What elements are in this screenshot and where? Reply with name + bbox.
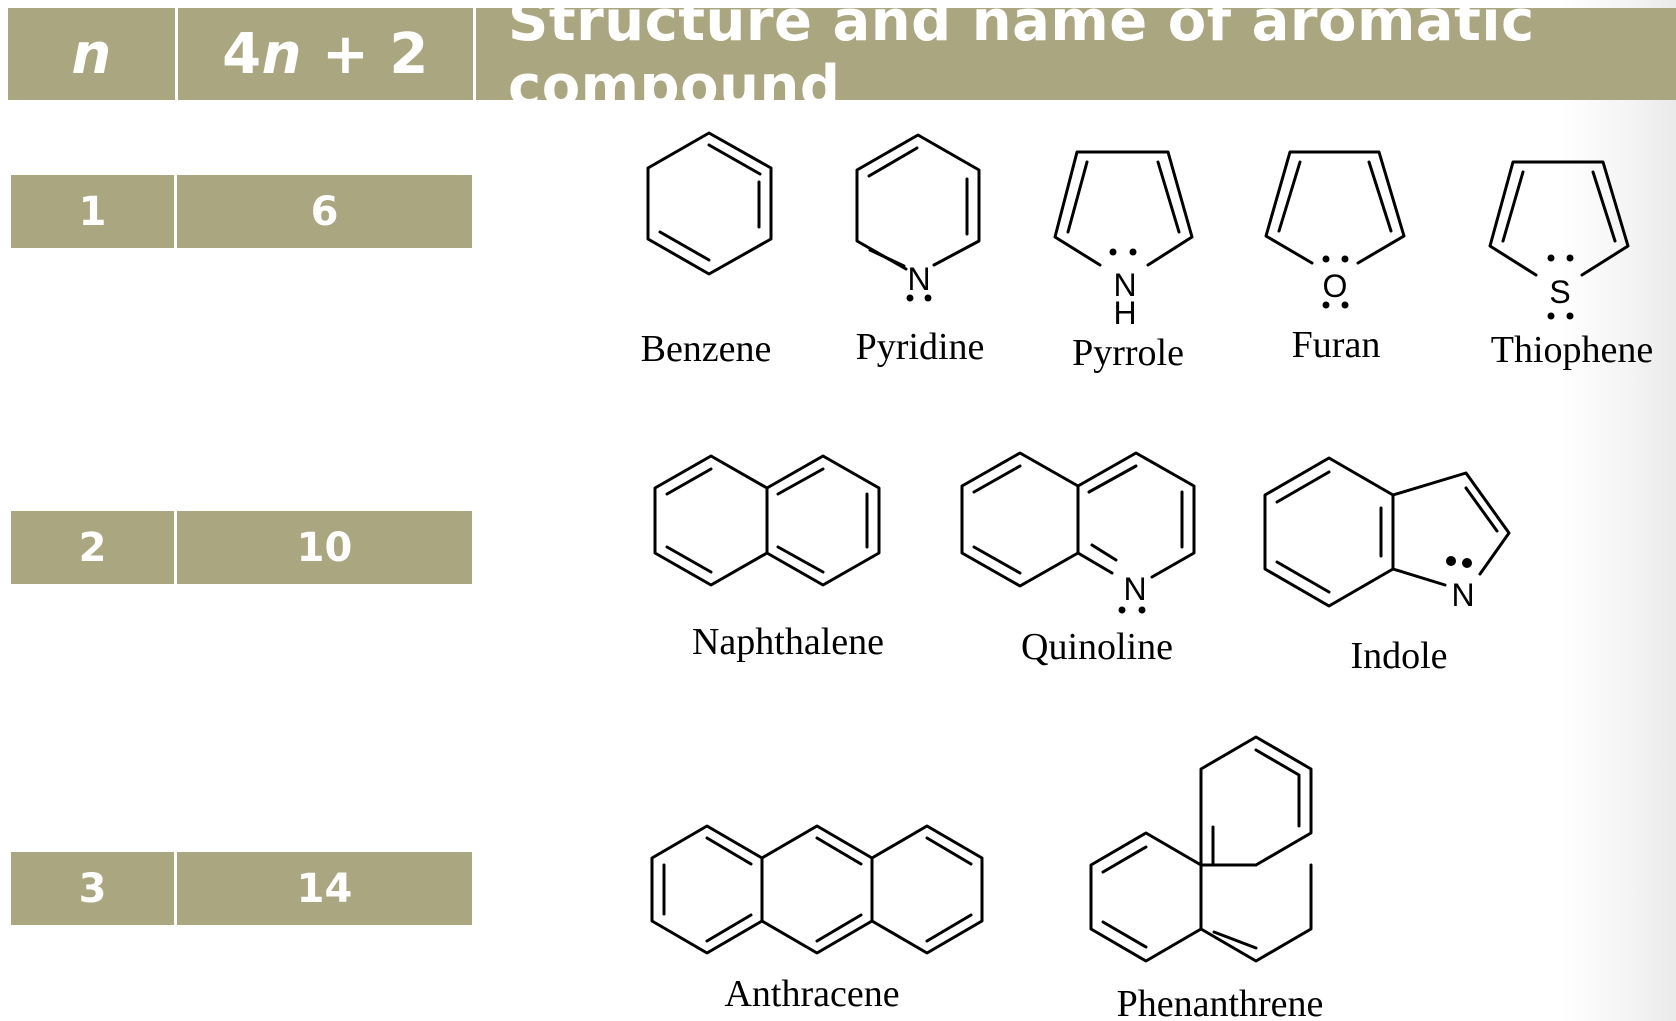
quinoline-structure — [960, 451, 1196, 588]
pyridine-nitrogen: N — [907, 261, 930, 297]
header-divider — [473, 8, 476, 100]
header-structure-label: Structure and name of aromatic compound — [508, 0, 1535, 119]
formula-n: n — [261, 21, 302, 87]
furan-lone-pair — [1322, 255, 1349, 309]
furan-structure — [1264, 150, 1406, 265]
furan-label: Furan — [1292, 324, 1381, 366]
row-2-n: 2 — [11, 511, 174, 584]
row-1-electrons-label: 6 — [310, 188, 339, 235]
header-divider — [175, 8, 178, 100]
furan-oxygen: O — [1323, 268, 1348, 304]
phenanthrene-structure — [1089, 735, 1313, 963]
anthracene-label: Anthracene — [724, 973, 899, 1015]
quinoline-label: Quinoline — [1021, 626, 1173, 668]
phenanthrene-label: Phenanthrene — [1117, 983, 1324, 1021]
row-1-n: 1 — [11, 175, 174, 248]
row-2-n-label: 2 — [78, 524, 107, 571]
row-1-electrons: 6 — [177, 175, 472, 248]
quinoline-nitrogen: N — [1123, 571, 1146, 607]
row-3-n: 3 — [11, 852, 174, 925]
pyrrole-lone-pair — [1109, 248, 1137, 256]
pyrrole-label: Pyrrole — [1072, 332, 1184, 374]
anthracene-structure — [650, 824, 984, 955]
pyrrole-structure — [1053, 150, 1194, 267]
pyridine-lone-pair — [906, 294, 932, 302]
formula-suffix: + 2 — [301, 21, 429, 87]
indole-label: Indole — [1350, 635, 1447, 677]
header-n-label: n — [71, 21, 112, 87]
thiophene-structure — [1488, 160, 1630, 277]
thiophene-label: Thiophene — [1491, 329, 1654, 371]
naphthalene-structure — [653, 454, 881, 587]
indole-structure — [1263, 456, 1511, 608]
pyrrole-nitrogen: N — [1113, 267, 1136, 303]
naphthalene-label: Naphthalene — [692, 621, 884, 663]
row-2-electrons: 10 — [177, 511, 472, 584]
header-structure: Structure and name of aromatic compound — [476, 0, 1676, 119]
pyridine-structure — [855, 133, 981, 271]
row-2-electrons-label: 10 — [296, 524, 353, 571]
row-3-n-label: 3 — [78, 865, 107, 912]
benzene-label: Benzene — [641, 328, 772, 370]
pyrrole-hydrogen: H — [1113, 295, 1136, 331]
thiophene-lone-pair — [1547, 254, 1574, 320]
thiophene-sulfur: S — [1549, 274, 1570, 310]
row-3-electrons-label: 14 — [296, 865, 353, 912]
row-1-n-label: 1 — [78, 188, 107, 235]
benzene-structure — [646, 131, 773, 276]
pyridine-label: Pyridine — [856, 326, 985, 368]
indole-nitrogen: N — [1451, 577, 1474, 613]
quinoline-lone-pair — [1118, 606, 1146, 614]
formula-prefix: 4 — [222, 21, 262, 87]
row-3-electrons: 14 — [177, 852, 472, 925]
indole-lone-pair — [1446, 556, 1472, 568]
header-n: n — [8, 8, 175, 100]
